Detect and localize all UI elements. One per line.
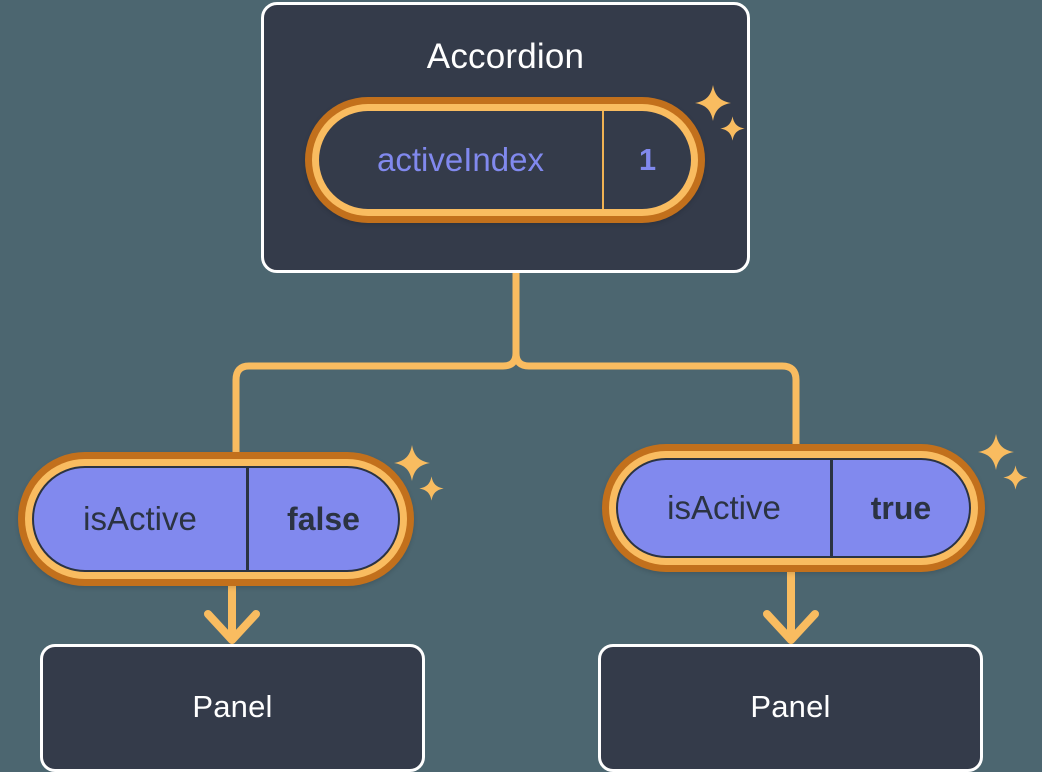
state-pill-active-index[interactable]: activeIndex 1 (305, 97, 705, 223)
connector-tree-path (512, 269, 800, 448)
pill-inner-ring: isActive false (25, 459, 407, 579)
sparkles-icon-right (976, 432, 1036, 502)
state-pill-key: isActive (618, 460, 833, 556)
sparkle-small-icon (1003, 465, 1028, 490)
state-pill-value: false (287, 500, 360, 537)
state-pill-key: isActive (34, 468, 249, 570)
connector-tree-path-left (232, 349, 520, 458)
accordion-title: Accordion (426, 37, 585, 76)
arrow-down-icon-right (763, 572, 819, 644)
pill-inner-ring: activeIndex 1 (312, 104, 698, 216)
state-pill-is-active-false[interactable]: isActive false (18, 452, 414, 586)
state-pill-key: activeIndex (319, 111, 604, 209)
pill-inner-ring: isActive true (609, 451, 978, 565)
sparkle-small-icon (419, 476, 444, 501)
pill-body: activeIndex 1 (319, 111, 691, 209)
arrow-down-icon-left (204, 586, 260, 644)
pill-body: isActive true (616, 458, 971, 558)
panel-card-right[interactable]: Panel (598, 644, 983, 772)
state-pill-value: true (870, 489, 932, 526)
panel-title: Panel (192, 689, 273, 724)
state-pill-value: 1 (638, 142, 657, 177)
panel-card-left[interactable]: Panel (40, 644, 425, 772)
pill-body: isActive false (32, 466, 400, 572)
sparkle-large-icon (978, 434, 1014, 470)
state-pill-is-active-true[interactable]: isActive true (602, 444, 985, 572)
panel-title: Panel (750, 689, 831, 724)
